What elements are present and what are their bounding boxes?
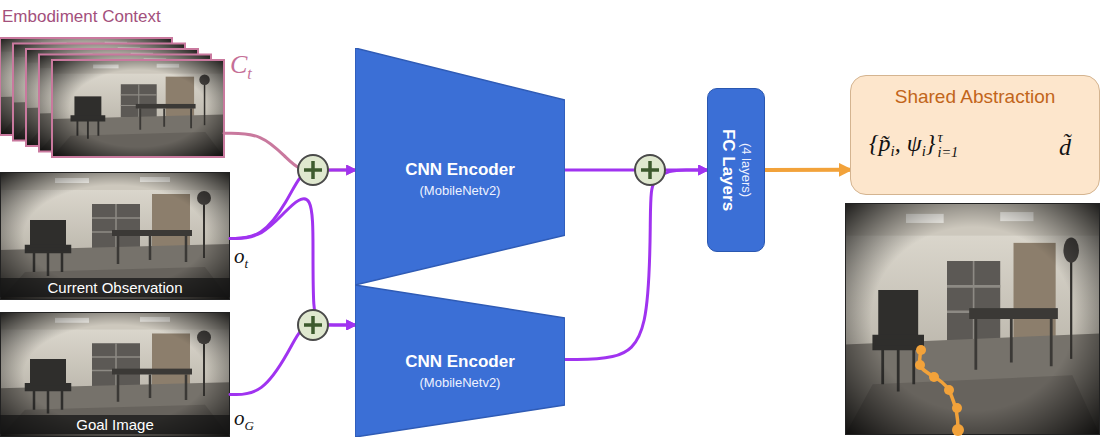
math-part: o	[234, 244, 245, 268]
trapezoid-fill	[355, 48, 565, 285]
goal-photo	[0, 312, 230, 437]
subscript: i	[922, 143, 926, 159]
math-part: d̃	[1059, 134, 1071, 160]
subscript: t	[245, 256, 249, 271]
connector	[230, 199, 355, 325]
trajectory-dot	[944, 385, 954, 395]
math-part: {p̃	[869, 130, 891, 156]
observation-photo	[0, 172, 230, 300]
subscript: G	[245, 418, 254, 433]
sum-circle	[298, 155, 328, 185]
box-title: Shared Abstraction	[851, 86, 1099, 108]
trajectory-line	[920, 350, 958, 430]
superscript: τ	[937, 130, 958, 145]
block-subtitle: (4 layers)	[738, 142, 753, 196]
math-formula: {p̃i, ψi}τi=1	[869, 130, 958, 161]
math-part: C	[230, 50, 247, 79]
connector	[224, 133, 355, 170]
sum-plus	[304, 161, 322, 179]
block-subtitle: (MobileNetv2)	[355, 184, 565, 199]
photo-border	[846, 204, 1100, 435]
math-symbol: oG	[234, 406, 254, 434]
math-part: }	[926, 130, 936, 156]
image-caption: Goal Image	[0, 415, 230, 434]
sum-symbol	[298, 310, 328, 340]
math-symbol: d̃	[1059, 134, 1071, 162]
output-photo	[845, 203, 1100, 436]
connector	[565, 170, 707, 360]
photo-border	[1, 173, 230, 300]
fc-block: FC Layers(4 layers)	[707, 88, 765, 252]
context-frame	[52, 60, 224, 157]
limit-stack: τi=1	[937, 130, 958, 160]
rotated-label: FC Layers(4 layers)	[707, 88, 765, 252]
sum-circle	[298, 310, 328, 340]
subscript: i=1	[937, 145, 958, 160]
sum-plus	[304, 316, 322, 334]
sum-circle	[635, 155, 665, 185]
trajectory-dot	[952, 424, 964, 436]
abstraction-box: Shared Abstraction{p̃i, ψi}τi=1d̃	[850, 75, 1100, 195]
encoder-trapezoid: CNN Encoder (MobileNetv2)	[355, 285, 565, 437]
photo-border	[1, 313, 230, 437]
trajectory-dot	[916, 345, 926, 355]
subscript: i	[891, 143, 895, 159]
block-title: FC Layers	[718, 128, 738, 210]
context-stack: Embodiment ContextCt	[0, 38, 224, 157]
image-caption: Current Observation	[0, 278, 230, 297]
trajectory-dot	[915, 360, 925, 370]
math-part: , ψ	[895, 130, 922, 156]
sum-plus	[641, 161, 659, 179]
block-subtitle: (MobileNetv2)	[355, 376, 565, 391]
math-symbol: ot	[234, 244, 248, 272]
frame-border	[52, 60, 224, 157]
connector	[230, 325, 355, 395]
encoder-trapezoid: CNN Encoder (MobileNetv2)	[355, 48, 565, 285]
math-symbol: Ct	[230, 50, 252, 83]
trajectory-dot	[952, 403, 962, 413]
group-heading: Embodiment Context	[2, 7, 161, 27]
block-title: CNN Encoder	[355, 160, 565, 180]
context-frames	[0, 38, 224, 157]
image-frame: Current Observationot	[0, 172, 230, 300]
trajectory-dot	[929, 372, 939, 382]
block-title: CNN Encoder	[355, 352, 565, 372]
trapezoid-fill	[355, 285, 565, 437]
sum-symbol	[635, 155, 665, 185]
subscript: t	[247, 65, 251, 82]
connector	[765, 168, 850, 172]
math-part: o	[234, 406, 245, 430]
sum-symbol	[298, 155, 328, 185]
image-frame: Goal ImageoG	[0, 312, 230, 437]
